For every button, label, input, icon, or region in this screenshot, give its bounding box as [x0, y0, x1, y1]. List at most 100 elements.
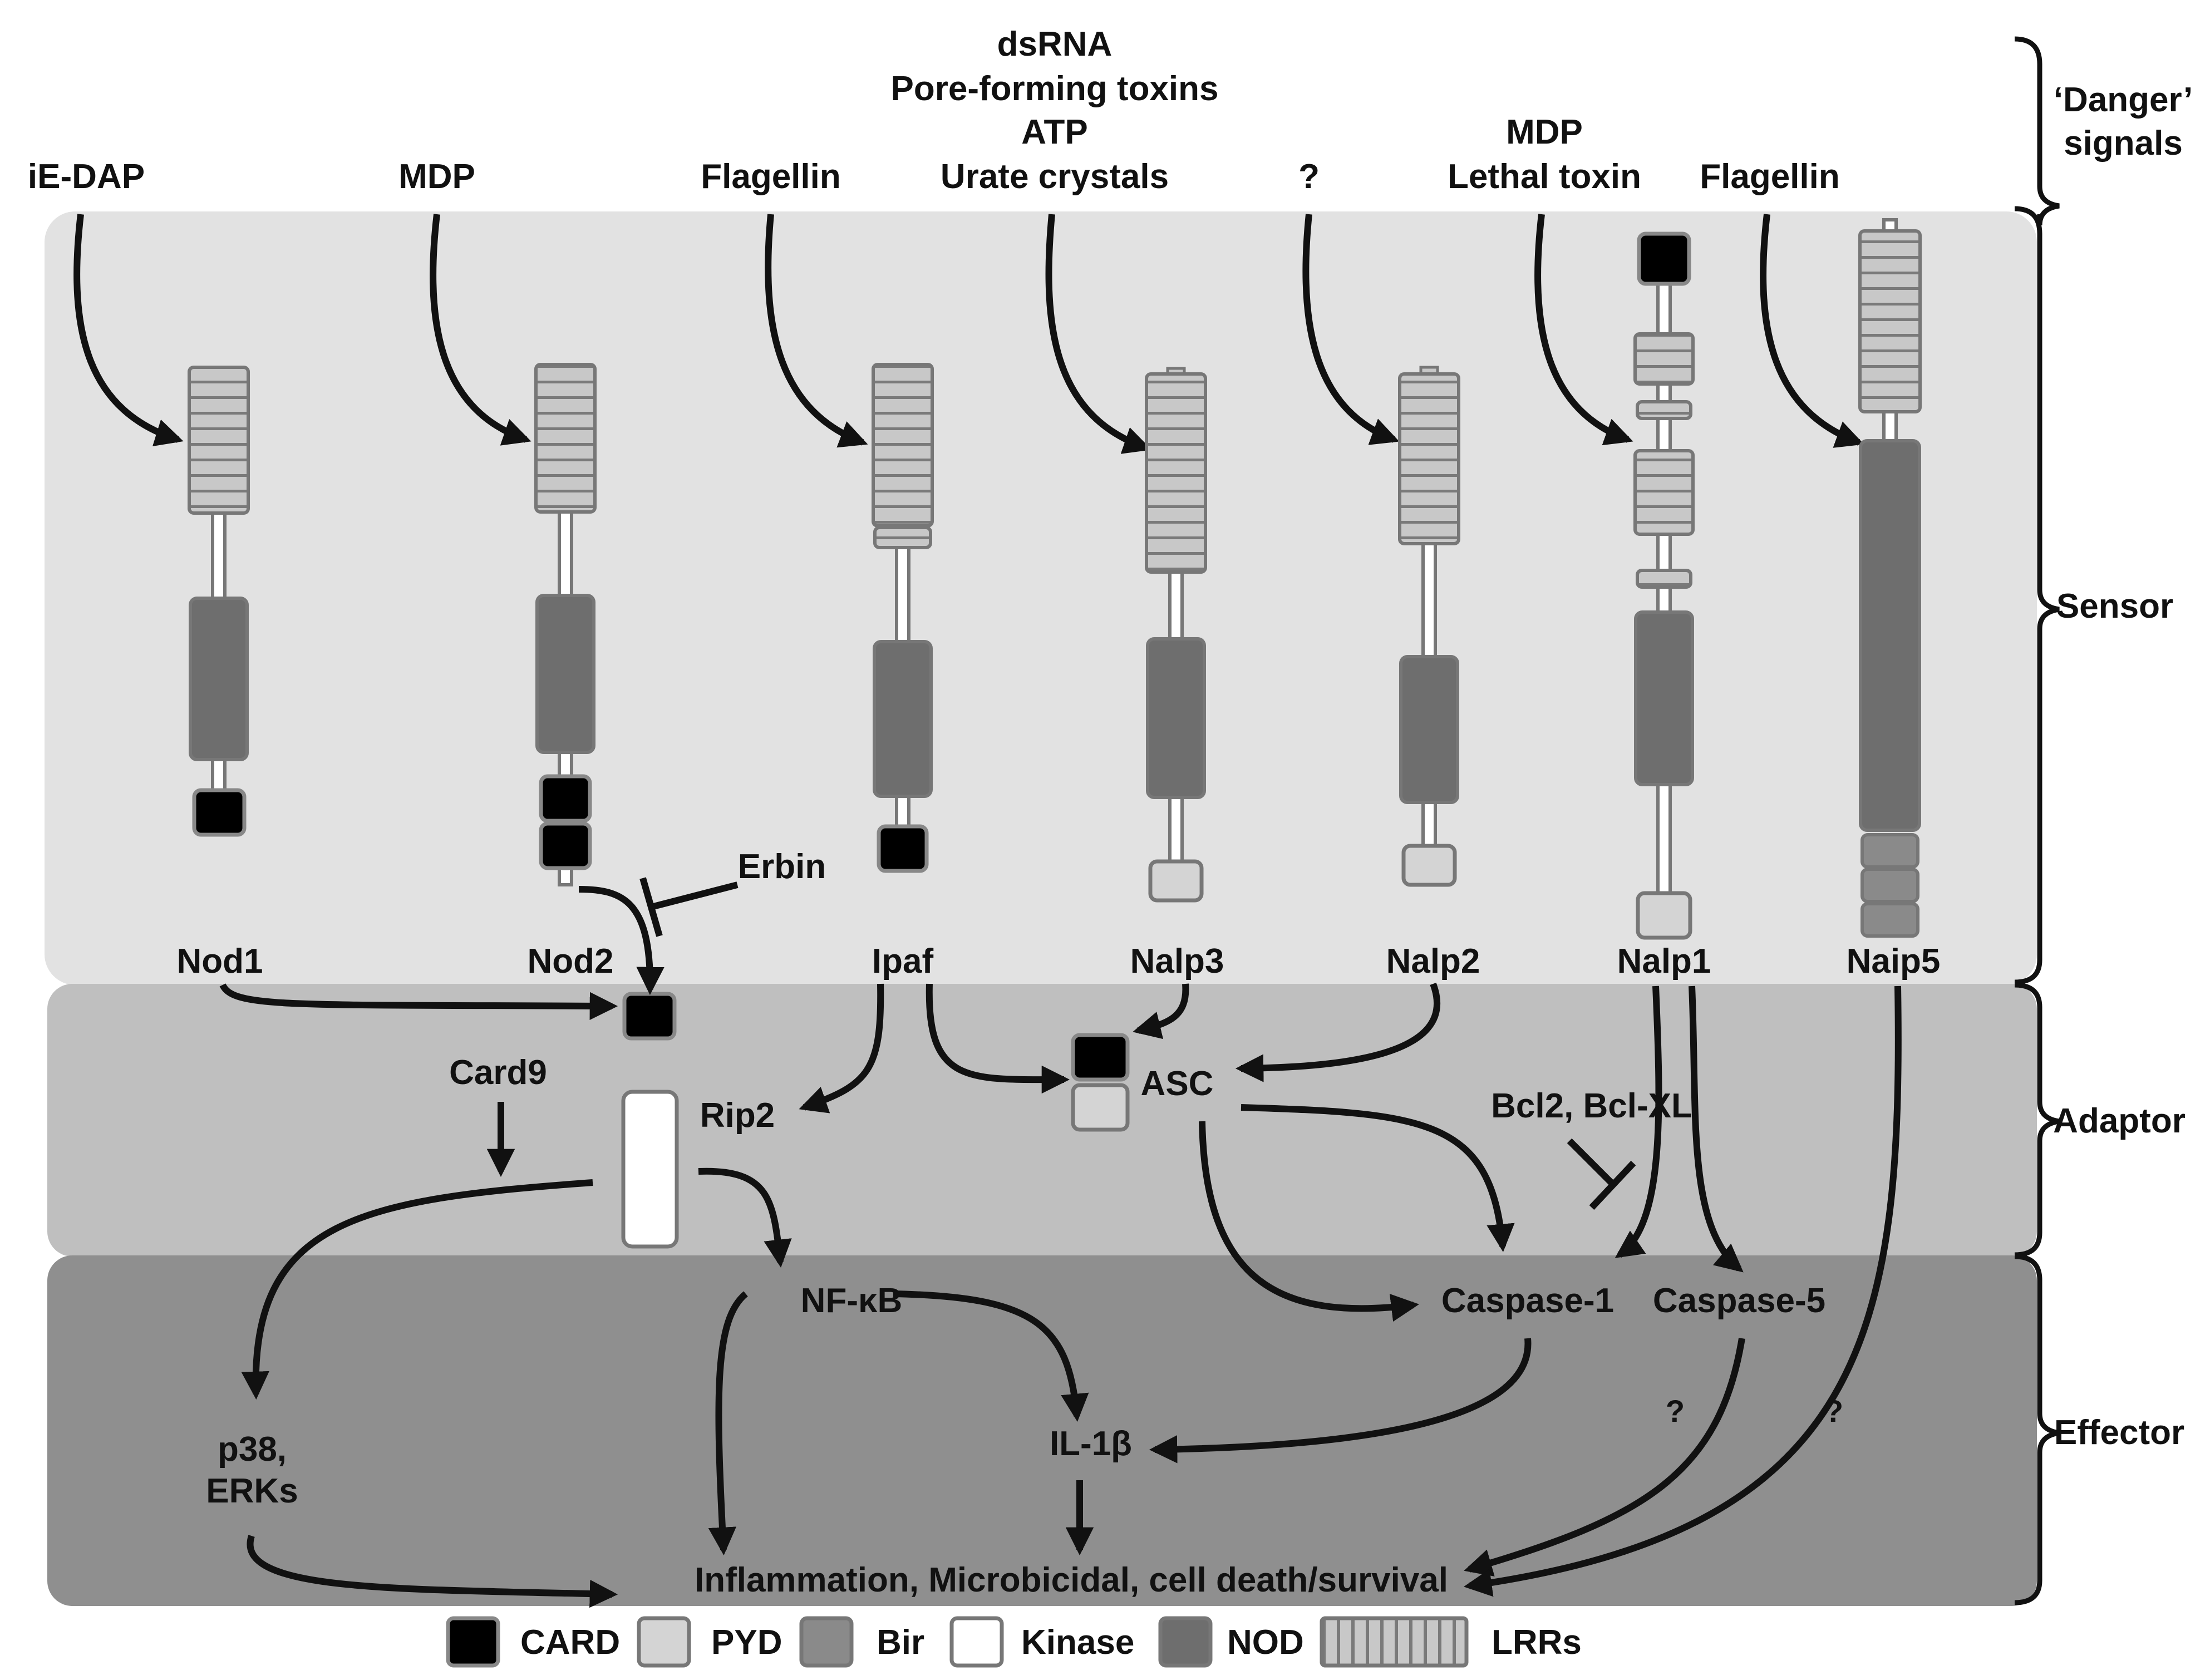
signal-atp: ATP [1021, 113, 1087, 151]
effector-label: Effector [2054, 1413, 2184, 1452]
nalp3-nod-domain [1146, 637, 1206, 799]
pathway-arrows [219, 886, 1902, 1608]
brace-adaptor [2014, 982, 2060, 1258]
signal-flagellin-ipaf: Flagellin [701, 157, 840, 196]
arrow-rip2-p38 [241, 1179, 593, 1400]
nalp2-pyd [1401, 844, 1457, 887]
label-question-caspase5: ? [1666, 1393, 1685, 1428]
nod2-card-2 [539, 821, 592, 870]
protein-naip5 [1858, 218, 1922, 938]
arrow-flagellin-ipaf [765, 214, 868, 448]
section-labels: ‘Danger’ signals Sensor Adaptor Effector [2053, 81, 2193, 1452]
signal-lethal-toxin: Lethal toxin [1448, 157, 1641, 196]
nod2-lrr [534, 363, 597, 514]
label-card9: Card9 [449, 1053, 547, 1092]
legend-pyd-swatch [637, 1616, 691, 1668]
arrow-nfkb-il1b [893, 1290, 1089, 1422]
inhibitions [639, 877, 1636, 1210]
legend-bir-label: Bir [877, 1623, 924, 1662]
nalp1-card [1637, 231, 1691, 286]
arrow-asc-caspase1-lower [1199, 1121, 1420, 1322]
naip5-nod-domain [1859, 439, 1921, 832]
name-nod1: Nod1 [177, 942, 263, 981]
ipaf-lrr-small [873, 526, 932, 549]
arrow-caspase5-outcome [1464, 1338, 1745, 1576]
arrow-mdp-nalp1 [1534, 214, 1633, 446]
arrow-nfkb-outcome [708, 1291, 748, 1556]
protein-nalp2 [1398, 366, 1460, 887]
name-nalp3: Nalp3 [1130, 942, 1224, 981]
arrow-nalp3-asc [1133, 983, 1189, 1039]
legend-lrr-label: LRRs [1492, 1623, 1582, 1662]
name-nalp2: Nalp2 [1386, 942, 1480, 981]
signal-urate-crystals: Urate crystals [941, 157, 1169, 196]
nalp1-lrr-1 [1633, 332, 1695, 386]
nalp3-pyd [1148, 859, 1204, 903]
asc-card [1071, 1033, 1130, 1082]
label-outcome: Inflammation, Microbicidal, cell death/s… [695, 1561, 1448, 1599]
label-nfkb: NF-κB [801, 1282, 903, 1320]
naip5-lrr [1858, 229, 1922, 413]
legend-card-label: CARD [520, 1623, 620, 1662]
nalp1-lrr-4 [1636, 569, 1692, 589]
rip2-card [622, 992, 677, 1041]
inhibit-bcl-bar [1589, 1160, 1636, 1210]
legend-nod-label: NOD [1227, 1623, 1304, 1662]
naip5-bir-2 [1860, 868, 1919, 903]
arrow-danger-nalp3 [1045, 214, 1152, 454]
protein-nod2 [534, 363, 597, 886]
label-erbin: Erbin [738, 848, 826, 886]
ipaf-nod-domain [873, 640, 933, 798]
nod1-lrr [188, 366, 250, 515]
label-caspase1: Caspase-1 [1441, 1282, 1614, 1320]
arrow-caspase1-il1b [1149, 1338, 1532, 1464]
signal-unknown: ? [1298, 157, 1320, 196]
arrow-flagellin-naip5 [1760, 214, 1864, 448]
protein-nod1 [188, 366, 250, 837]
arrow-mdp-nod2 [430, 214, 531, 446]
protein-nalp1 [1633, 231, 1695, 940]
adaptor-label: Adaptor [2053, 1102, 2186, 1140]
danger-label-line2: signals [2064, 124, 2183, 162]
protein-ipaf [872, 363, 934, 873]
asc-pyd [1071, 1083, 1130, 1132]
naip5-bir-3 [1860, 902, 1919, 938]
nod1-nod-domain [189, 597, 249, 761]
sensor-band [45, 211, 2037, 985]
name-nalp1: Nalp1 [1617, 942, 1711, 981]
label-il1b: IL-1β [1050, 1425, 1132, 1463]
name-ipaf: Ipaf [872, 942, 934, 981]
legend-kinase-swatch [949, 1616, 1004, 1668]
label-erks: ERKs [206, 1472, 298, 1510]
name-nod2: Nod2 [528, 942, 614, 981]
nod2-nod-domain [535, 594, 595, 754]
naip5-bir-1 [1860, 833, 1919, 869]
arrow-iedap-nod1 [73, 214, 184, 446]
legend-nod-swatch [1158, 1616, 1213, 1668]
signal-pore-forming-toxins: Pore-forming toxins [890, 70, 1218, 108]
inhibit-erbin-bar [639, 877, 663, 937]
legend-bir-swatch [799, 1616, 854, 1668]
band-backgrounds [45, 211, 2037, 1606]
danger-signals: iE-DAP MDP Flagellin dsRNA Pore-forming … [28, 25, 1840, 196]
label-asc: ASC [1141, 1065, 1214, 1103]
danger-label-line1: ‘Danger’ [2054, 81, 2193, 119]
nod1-card [192, 788, 247, 837]
signal-iedap: iE-DAP [28, 157, 145, 196]
arrow-nalp1-caspase5 [1689, 986, 1744, 1273]
nalp1-nod-domain [1634, 610, 1694, 786]
arrow-ipaf-rip2 [799, 983, 884, 1114]
nalp2-lrr [1398, 372, 1460, 545]
arrow-nod1-rip2 [219, 983, 618, 1020]
inhibit-bcl-line [1567, 1138, 1614, 1185]
signal-dsrna: dsRNA [997, 25, 1113, 63]
arrow-asc-caspase1-upper [1241, 1104, 1515, 1253]
section-braces [2014, 36, 2060, 1605]
protein-nalp3 [1145, 367, 1207, 903]
legend-kinase-label: Kinase [1021, 1623, 1134, 1662]
protein-names: Nod1 Nod2 Ipaf Nalp3 Nalp2 Nalp1 Naip5 [177, 942, 1941, 981]
nalp3-lrr [1145, 372, 1207, 574]
signal-flagellin-naip5: Flagellin [1700, 157, 1839, 196]
adaptor-band [47, 984, 2037, 1257]
